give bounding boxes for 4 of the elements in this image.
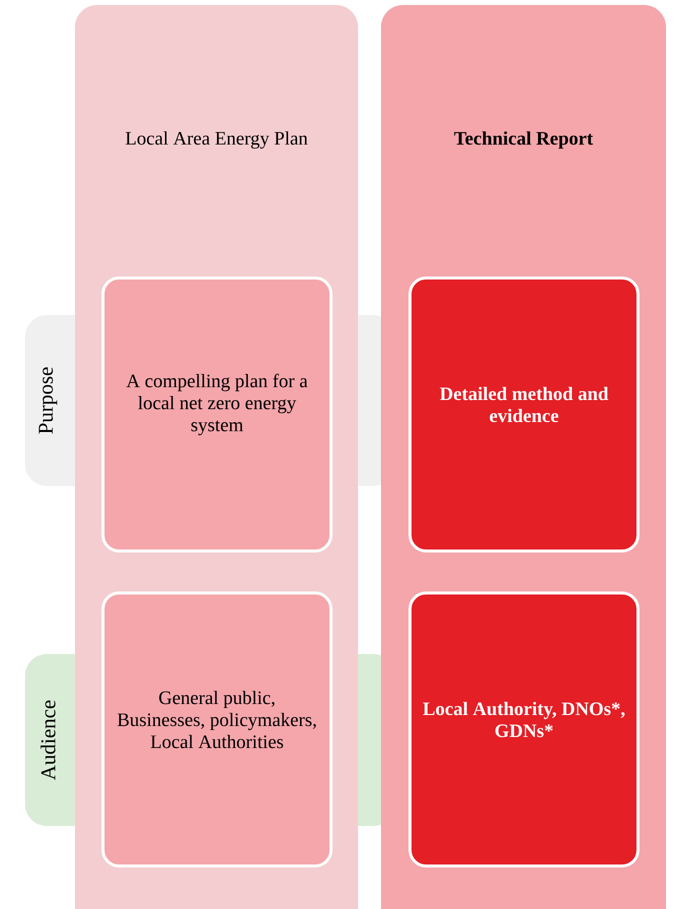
content-box: General public, Businesses, policymakers, Local Authorities — [102, 592, 332, 868]
content-box: A compelling plan for a local net zero energy system — [102, 276, 332, 552]
content-box: Detailed method and evidence — [408, 276, 640, 552]
content-box: Local Authority, DNOs*, GDNs* — [408, 592, 640, 868]
